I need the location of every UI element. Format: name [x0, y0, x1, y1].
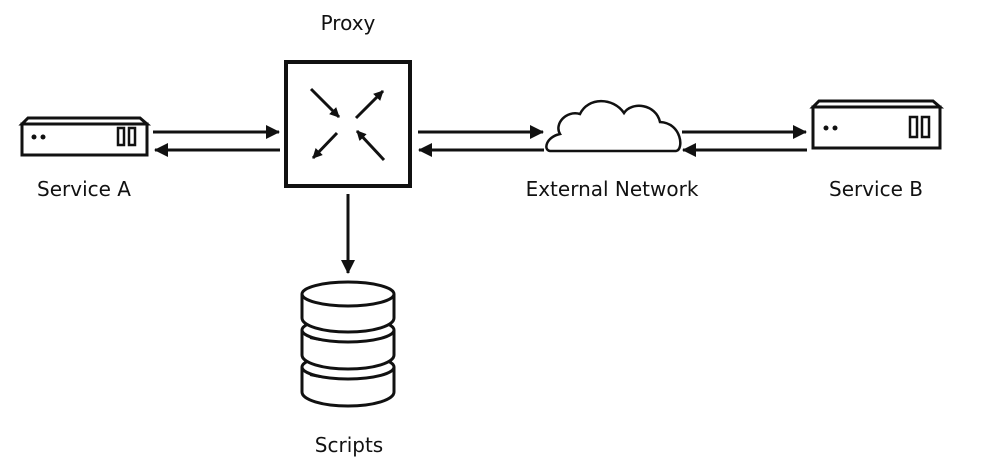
service-a-node: Service A [18, 116, 152, 201]
scripts-node: Scripts [300, 280, 396, 457]
server-icon [809, 99, 945, 150]
service-a-label: Service A [37, 177, 131, 201]
scripts-label: Scripts [315, 433, 383, 457]
database-icon [300, 280, 396, 408]
external-network-node: External Network [526, 99, 699, 201]
edge-proxy-external-network [418, 125, 544, 157]
proxy-box [284, 60, 412, 188]
service-b-node: Service B [809, 99, 945, 201]
external-network-label: External Network [526, 177, 699, 201]
cloud-icon [545, 99, 682, 153]
proxy-node: Proxy [284, 11, 412, 188]
edge-external-network-service-b [682, 125, 807, 157]
server-icon [18, 116, 152, 157]
edge-service-a-proxy [153, 125, 280, 157]
service-b-label: Service B [829, 177, 923, 201]
proxy-arrows-icon [309, 87, 386, 162]
proxy-label: Proxy [321, 11, 376, 35]
